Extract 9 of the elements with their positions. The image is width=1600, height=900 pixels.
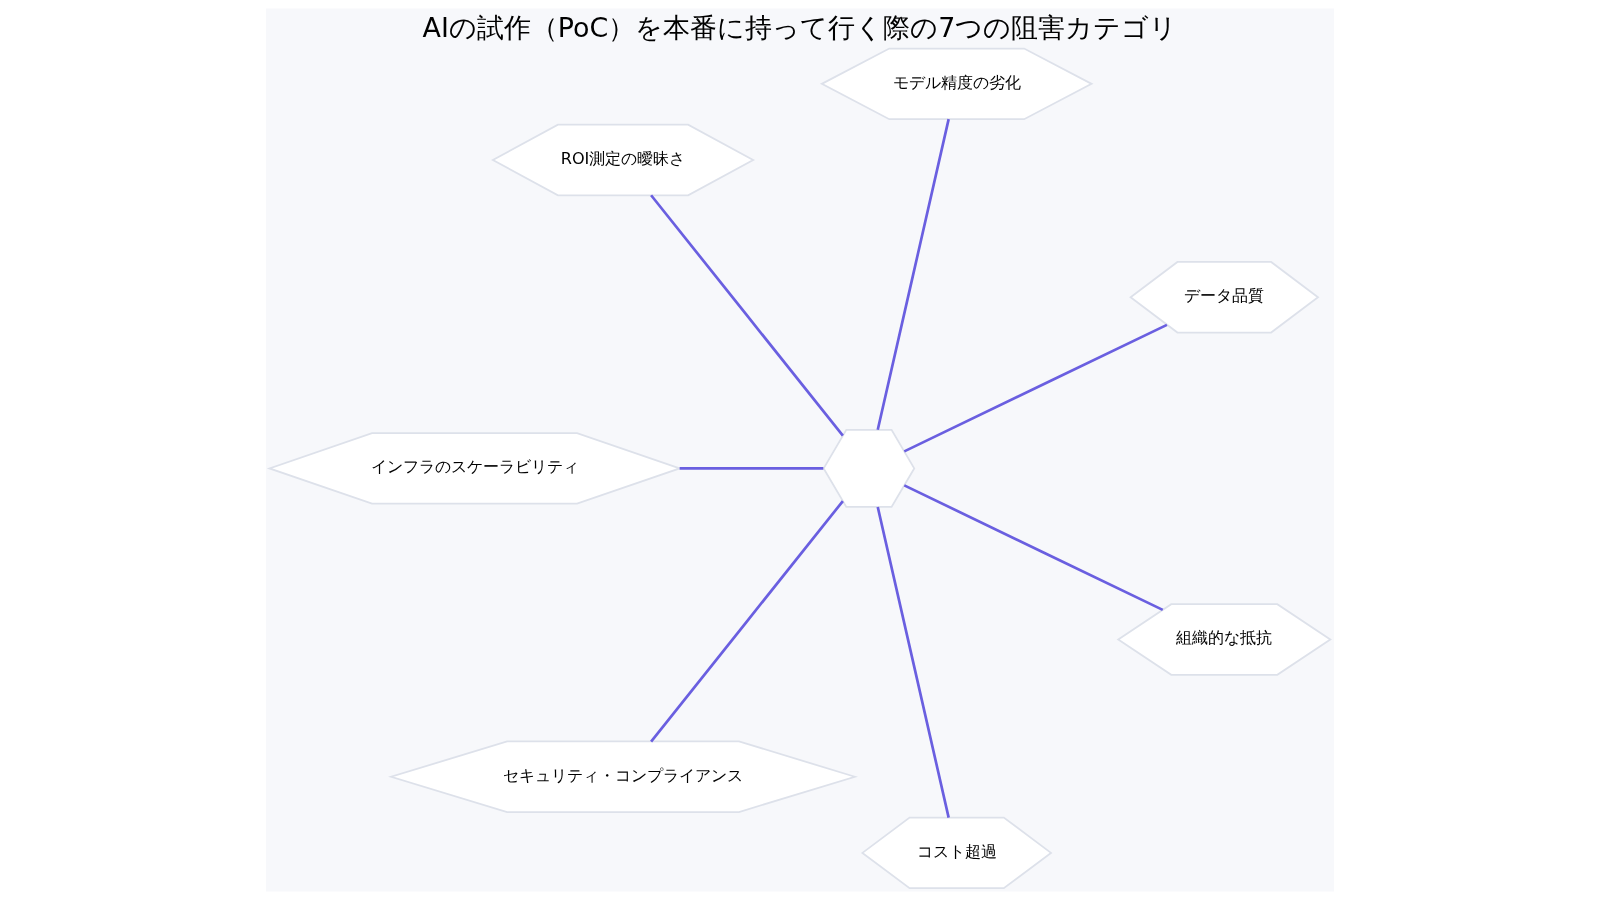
connector bbox=[650, 194, 844, 437]
connector bbox=[679, 467, 824, 470]
connector bbox=[650, 500, 844, 743]
node-hexagon bbox=[822, 428, 916, 508]
connector bbox=[876, 118, 950, 431]
connector bbox=[903, 323, 1168, 453]
connector bbox=[903, 484, 1164, 612]
connector bbox=[876, 506, 950, 818]
diagram-title: AIの試作（PoC）を本番に持って行く際の7つの阻害カテゴリ bbox=[422, 12, 1178, 44]
